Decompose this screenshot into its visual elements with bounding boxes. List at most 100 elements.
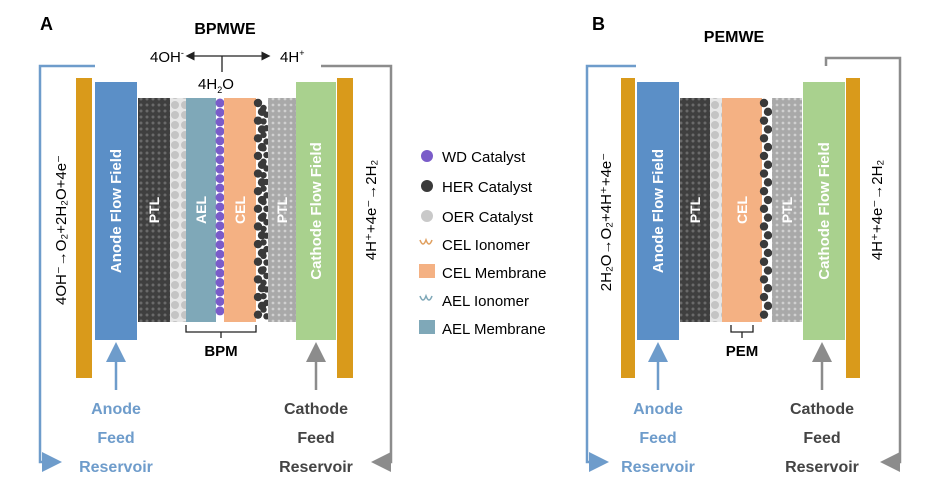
her-catalyst-dots-b (759, 98, 773, 319)
ael-membrane-icon (419, 320, 435, 334)
catalyst-dot (215, 211, 225, 221)
catalyst-dot (763, 266, 773, 275)
catalyst-dot (215, 221, 225, 231)
panel-a-title: BPMWE (194, 21, 256, 38)
catalyst-dot (253, 116, 263, 125)
cathode-flow-field-label-b: Cathode Flow Field (816, 142, 833, 280)
catalyst-dot (253, 134, 263, 143)
catalyst-dot (763, 301, 773, 311)
catalyst-dot (759, 310, 769, 319)
pem-bracket (730, 325, 754, 338)
anode-loop-line (38, 64, 95, 472)
catalyst-dot (260, 104, 267, 112)
anode-loop-line-b (585, 64, 636, 472)
cathode-loop-line-b (824, 56, 902, 472)
catalyst-dot (253, 169, 263, 178)
catalyst-dot (215, 249, 225, 259)
catalyst-dot (253, 257, 263, 266)
anode-reaction: 4OH⁻→O₂+2H₂O+4e⁻ (53, 155, 70, 305)
pem-label: PEM (726, 343, 759, 360)
catalyst-dot (763, 195, 773, 205)
anode-feed-line3: Reservoir (79, 459, 153, 476)
catalyst-dot (260, 158, 267, 165)
cathode-feed-line1-b: Cathode (790, 401, 854, 418)
cel-ionomer-icon (419, 237, 433, 245)
catalyst-dot (253, 292, 263, 302)
hydroxide-ion-label: 4OH- (150, 48, 184, 66)
catalyst-dot (253, 275, 263, 284)
catalyst-dot (253, 239, 263, 249)
catalyst-dot (763, 178, 773, 187)
catalyst-dot (215, 259, 225, 269)
panel-b-letter: B (592, 14, 605, 34)
cathode-flow-field (296, 82, 336, 340)
catalyst-dot (759, 275, 769, 284)
water-label: 4H2O (198, 76, 234, 95)
catalyst-dot (215, 230, 225, 240)
catalyst-dot (260, 266, 267, 273)
catalyst-dot (215, 268, 225, 278)
cathode-feed-line3-b: Reservoir (785, 459, 859, 476)
catalyst-dot (763, 213, 773, 222)
catalyst-dot (759, 187, 769, 196)
panel-b: B PEMWE Anode Flow Field PTL CEL PTL Cat… (585, 14, 902, 476)
catalyst-dot (260, 279, 267, 286)
dark-dot-icon (421, 180, 433, 192)
legend-ael-membrane: AEL Membrane (442, 321, 546, 338)
catalyst-dot (260, 131, 267, 139)
catalyst-dot (260, 172, 267, 179)
bpm-label: BPM (204, 343, 237, 360)
catalyst-dot (759, 151, 769, 161)
catalyst-dot (215, 164, 225, 174)
catalyst-dot (253, 204, 263, 214)
ael-layer (186, 98, 216, 322)
catalyst-dot (759, 204, 769, 214)
wd-catalyst-dots (215, 98, 225, 316)
catalyst-dot (215, 117, 225, 127)
catalyst-dot (759, 239, 769, 249)
catalyst-dot (759, 222, 769, 231)
catalyst-dot (260, 225, 267, 233)
catalyst-dot (215, 107, 225, 117)
catalyst-dot (260, 185, 267, 192)
cathode-current-collector (337, 78, 353, 378)
anode-flow-field-b (637, 82, 679, 340)
catalyst-dot (215, 202, 225, 212)
anode-reaction-b: 2H₂O→O₂+4H⁺+4e⁻ (598, 153, 615, 291)
catalyst-dot (759, 116, 769, 125)
cel-layer-b (722, 98, 762, 322)
catalyst-dot (215, 136, 225, 146)
catalyst-dot (759, 257, 769, 266)
anode-ptl-label-b: PTL (687, 196, 703, 223)
panel-b-title: PEMWE (704, 29, 765, 46)
cathode-feed-line1: Cathode (284, 401, 348, 418)
catalyst-dot (253, 151, 263, 161)
catalyst-dot (763, 125, 773, 134)
anode-feed-line2: Feed (97, 430, 134, 447)
catalyst-dot (759, 169, 769, 178)
purple-dot-icon (421, 150, 433, 162)
catalyst-dot (215, 306, 225, 316)
cel-label-b: CEL (734, 196, 750, 224)
catalyst-dot (215, 155, 225, 165)
catalyst-dot (260, 252, 267, 260)
legend-cel-membrane: CEL Membrane (442, 265, 547, 282)
ael-ionomer-icon (419, 293, 433, 301)
legend-oer-catalyst: OER Catalyst (442, 209, 534, 226)
cathode-feed-line3: Reservoir (279, 459, 353, 476)
catalyst-dot (260, 198, 267, 206)
cathode-reaction-b: 4H⁺+4e⁻→2H₂ (869, 160, 886, 261)
her-catalyst-dots (253, 98, 270, 320)
cathode-ptl (268, 98, 296, 322)
cathode-feed-line2-b: Feed (803, 430, 840, 447)
anode-flow-field-label-b: Anode Flow Field (650, 149, 667, 273)
cathode-feed-line2: Feed (297, 430, 334, 447)
cel-membrane-icon (419, 264, 435, 278)
catalyst-dot (253, 98, 263, 108)
anode-flow-field (95, 82, 137, 340)
anode-ptl (138, 98, 170, 322)
gray-dot-icon (421, 210, 433, 222)
catalyst-dot (215, 287, 225, 297)
bpm-bracket (185, 325, 257, 338)
cel-layer (224, 98, 256, 322)
